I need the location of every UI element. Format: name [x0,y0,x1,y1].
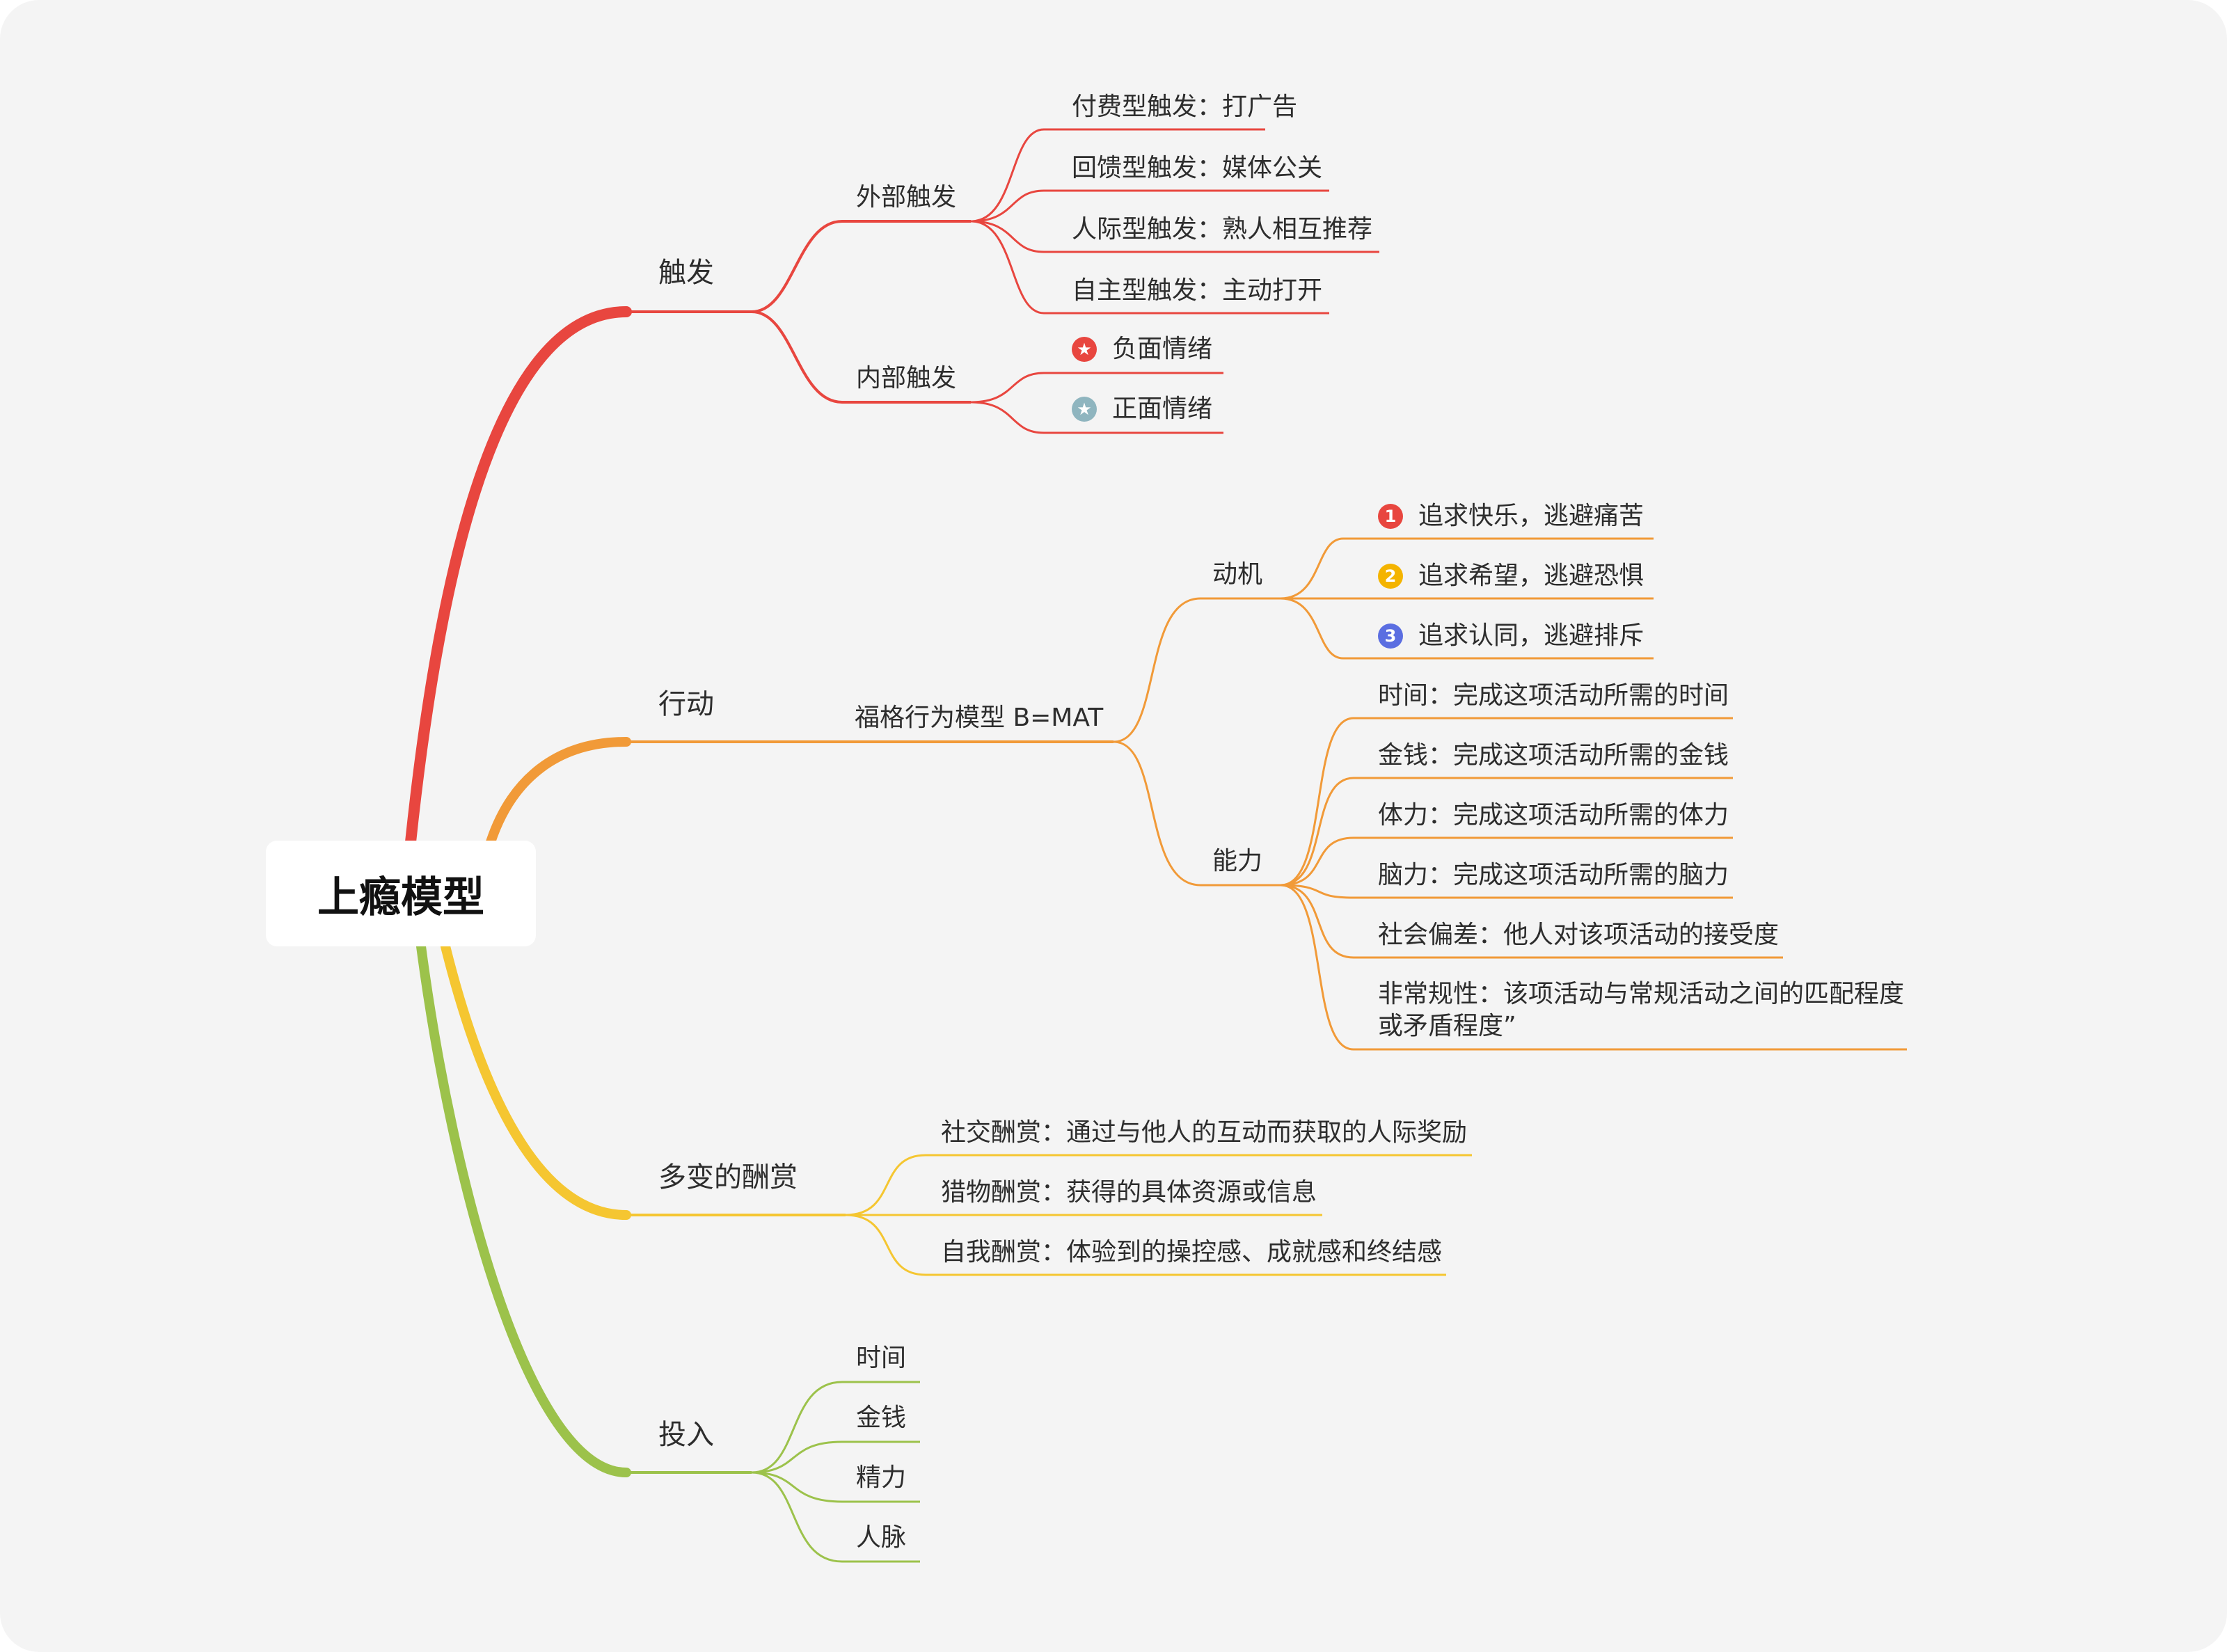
node-trigger[interactable]: 触发 [658,257,714,289]
marker-1-icon: 1 [1378,504,1403,529]
node-action[interactable]: 行动 [658,688,714,720]
node-invest-item-4[interactable]: 人脉 [856,1523,907,1552]
link-external [751,220,843,313]
root-title: 上瘾模型 [317,873,484,922]
node-ability-item-4[interactable]: 脑力：完成这项活动所需的脑力 [1378,861,1729,889]
node-fogg-model[interactable]: 福格行为模型 B=MAT [855,704,1104,732]
node-external-item-3[interactable]: 人际型触发：熟人相互推荐 [1072,215,1373,244]
node-reward-item-1[interactable]: 社交酬赏：通过与他人的互动而获取的人际奖励 [941,1118,1468,1147]
node-ability-item-6[interactable]: 非常规性：该项活动与常规活动之间的匹配程度或矛盾程度” [1378,980,1905,1040]
node-ability[interactable]: 能力 [1212,847,1263,875]
link-motivation [1113,597,1201,743]
node-reward[interactable]: 多变的酬赏 [658,1161,798,1193]
node-motivation-item-1[interactable]: 追求快乐，逃避痛苦 [1418,502,1645,530]
node-invest-item-2[interactable]: 金钱 [856,1404,907,1432]
node-internal-item-positive[interactable]: 正面情绪 [1112,395,1213,423]
marker-3-icon: 3 [1378,624,1403,649]
node-motivation[interactable]: 动机 [1212,560,1263,589]
branch-reward [441,942,631,1220]
star-icon: ★ [1072,337,1097,362]
node-reward-item-2[interactable]: 猎物酬赏：获得的具体资源或信息 [941,1178,1317,1207]
branch-invest [416,942,631,1477]
link-ability [1113,740,1201,887]
node-ability-item-5[interactable]: 社会偏差：他人对该项活动的接受度 [1378,921,1780,949]
node-ability-item-3[interactable]: 体力：完成这项活动所需的体力 [1378,801,1729,829]
star-icon: ★ [1072,397,1097,422]
node-internal-trigger[interactable]: 内部触发 [856,364,957,392]
node-external-trigger[interactable]: 外部触发 [856,183,957,212]
node-external-item-4[interactable]: 自主型触发：主动打开 [1072,276,1323,305]
marker-2-icon: 2 [1378,564,1403,589]
node-ability-item-2[interactable]: 金钱：完成这项活动所需的金钱 [1378,741,1729,770]
node-external-item-1[interactable]: 付费型触发：打广告 [1072,93,1298,121]
node-invest[interactable]: 投入 [658,1419,714,1451]
branch-action [486,737,631,847]
node-ability-item-1[interactable]: 时间：完成这项活动所需的时间 [1378,681,1729,710]
node-reward-item-3[interactable]: 自我酬赏：体验到的操控感、成就感和终结感 [941,1238,1443,1266]
node-invest-item-1[interactable]: 时间 [856,1344,907,1372]
node-internal-item-negative[interactable]: 负面情绪 [1112,335,1213,363]
node-motivation-item-2[interactable]: 追求希望，逃避恐惧 [1418,562,1645,590]
node-external-item-2[interactable]: 回馈型触发：媒体公关 [1072,154,1323,182]
link-internal [751,310,843,404]
node-invest-item-3[interactable]: 精力 [856,1463,907,1492]
branch-trigger [405,306,632,848]
root-node[interactable]: 上瘾模型 [266,841,536,946]
node-motivation-item-3[interactable]: 追求认同，逃避排斥 [1418,621,1645,650]
